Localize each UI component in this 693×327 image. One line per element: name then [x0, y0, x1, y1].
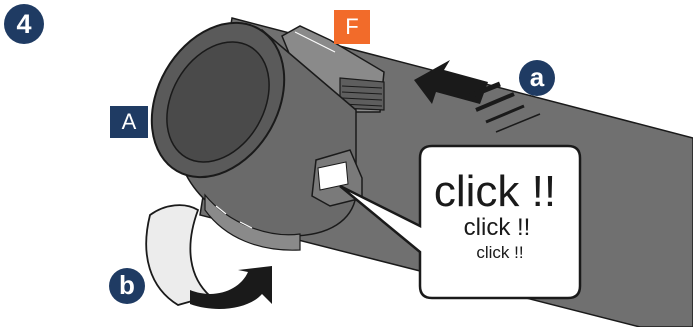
click-text-large: click !! [430, 168, 560, 216]
peel-strip [146, 205, 210, 305]
click-text-medium: click !! [452, 215, 542, 241]
label-f-box: F [334, 10, 370, 44]
label-a-box: A [110, 106, 148, 138]
step-number-badge: 4 [4, 4, 44, 44]
action-b-badge: b [109, 268, 145, 304]
action-a-badge: a [519, 60, 555, 96]
click-text-small: click !! [465, 243, 535, 263]
